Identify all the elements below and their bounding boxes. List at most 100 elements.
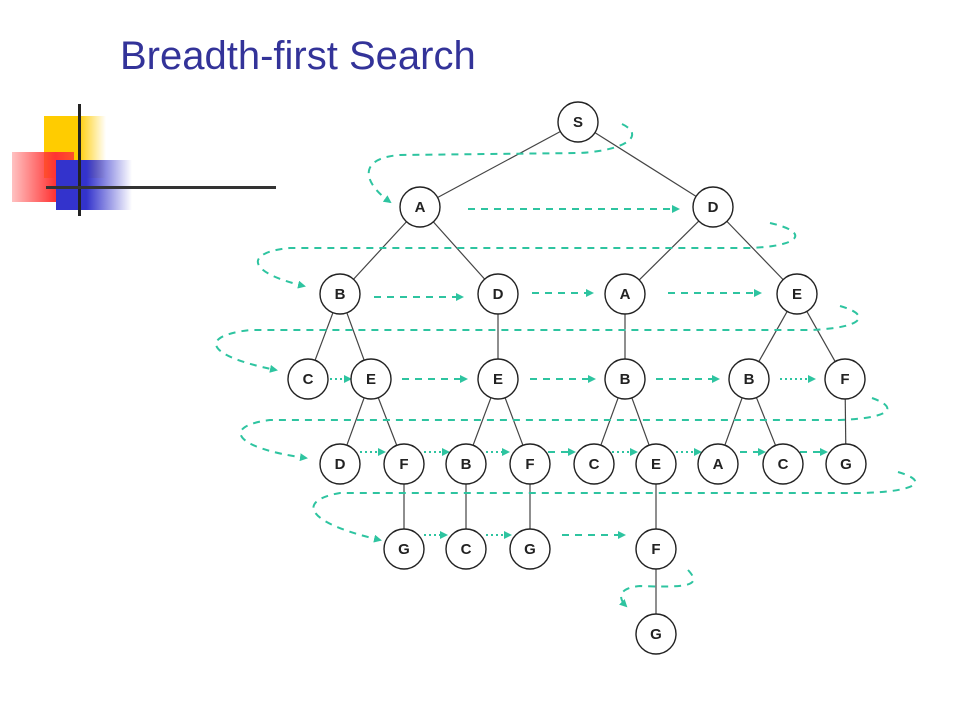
tree-node-label: E [366,371,376,388]
tree-node: D [692,186,734,228]
tree-node: F [824,358,866,400]
tree-node: B [319,273,361,315]
tree-node: A [604,273,646,315]
tree-node-circle [728,358,770,400]
tree-node-label: A [415,199,426,216]
tree-node: B [604,358,646,400]
tree-node-circle [697,443,739,485]
tree-node-circle [762,443,804,485]
tree-node-label: B [461,456,472,473]
traversal-arrows [215,123,917,608]
tree-node-label: B [744,371,755,388]
tree-node-label: G [840,456,852,473]
tree-node: B [445,443,487,485]
tree-edge [594,132,697,197]
tree-edge [353,221,407,280]
tree-node-circle [573,443,615,485]
tree-edge [346,397,365,446]
tree-node-circle [604,273,646,315]
tree-node-label: G [524,541,536,558]
tree-node-label: D [493,286,504,303]
tree-node-circle [635,528,677,570]
tree-node-label: B [335,286,346,303]
tree-node: C [445,528,487,570]
tree-node-circle [445,443,487,485]
tree-node-label: B [620,371,631,388]
tree-node-label: F [840,371,849,388]
tree-node-label: S [573,114,583,131]
tree-node: S [557,101,599,143]
tree-node-circle [635,443,677,485]
tree-edge [432,221,486,280]
traversal-sweep-arrow [618,569,695,608]
tree-node: F [635,528,677,570]
traversal-sweep-arrow [312,471,917,543]
horizontal-line-decoration [46,186,276,189]
tree-edge [472,397,492,446]
tree-edge [724,397,743,446]
tree-node-label: F [399,456,408,473]
tree-node-circle [477,358,519,400]
tree-node-circle [604,358,646,400]
tree-node-circle [319,443,361,485]
tree-node-circle [824,358,866,400]
tree-node-circle [383,443,425,485]
tree-node-label: E [651,456,661,473]
tree-node-circle [509,443,551,485]
tree-edge [638,220,700,281]
tree-edge [758,311,788,362]
tree-node-label: C [461,541,472,558]
tree-node-circle [445,528,487,570]
tree-node: D [319,443,361,485]
tree-node: A [399,186,441,228]
tree-node-circle [399,186,441,228]
tree-edge [377,397,398,446]
tree-node-circle [692,186,734,228]
tree-node-circle [825,443,867,485]
traversal-sweep-arrow [367,123,634,204]
tree-node-circle [319,273,361,315]
tree-node-label: C [589,456,600,473]
blue-square-decoration [56,160,132,210]
tree-edge [600,397,619,446]
tree-node-circle [509,528,551,570]
tree-node: G [825,443,867,485]
tree-node: E [477,358,519,400]
tree-node: G [509,528,551,570]
tree-node-label: A [620,286,631,303]
tree-node-circle [557,101,599,143]
tree-node-circle [635,613,677,655]
tree-node: C [287,358,329,400]
tree-node: F [509,443,551,485]
tree-node-circle [287,358,329,400]
tree-node-label: A [713,456,724,473]
slide-title: Breadth-first Search [120,34,476,78]
tree-node: G [635,613,677,655]
tree-node: C [762,443,804,485]
tree-node: G [383,528,425,570]
tree-node-label: D [335,456,346,473]
tree-node-label: E [792,286,802,303]
tree-node-circle [477,273,519,315]
tree-node-label: G [650,626,662,643]
tree-node-label: C [778,456,789,473]
decorative-squares-logo [0,100,280,220]
tree-edge [504,397,524,446]
tree-node: E [635,443,677,485]
tree-edges [314,130,847,614]
tree-node: B [728,358,770,400]
tree-node-label: G [398,541,410,558]
tree-node: D [477,273,519,315]
tree-node-circle [383,528,425,570]
traversal-sweep-arrow [239,397,889,462]
tree-edge [755,397,777,446]
tree-edge [726,220,784,281]
tree-edge [437,130,561,199]
tree-node: F [383,443,425,485]
tree-nodes: S A D B D A E C E E B B F D F B F C E A C G G C G F G [287,101,867,655]
tree-edge [346,312,365,361]
tree-node-circle [350,358,392,400]
tree-node-label: C [303,371,314,388]
tree-edge [631,397,650,446]
